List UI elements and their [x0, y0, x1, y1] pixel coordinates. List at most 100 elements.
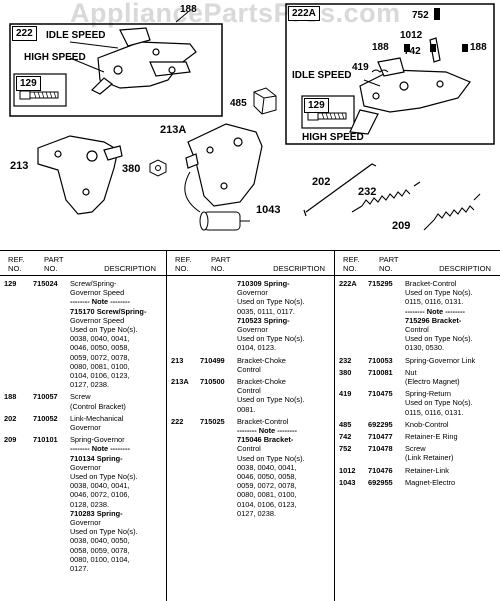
description-line: (Control Bracket) — [70, 401, 126, 411]
part-number[interactable]: 715295 — [368, 279, 393, 288]
description-line: Governor — [70, 423, 101, 433]
callout-222: 222 — [12, 26, 37, 41]
ref-number: 485 — [339, 419, 352, 429]
description-line: 0104, 0106, 0123, — [70, 371, 130, 381]
part-number[interactable]: 710475 — [368, 389, 393, 399]
control-bracket-222 — [90, 27, 197, 95]
part-number[interactable]: 692295 — [368, 419, 393, 429]
header-description: DESCRIPTION — [439, 264, 491, 273]
ref-number: 380 — [339, 367, 352, 377]
exploded-view-drawing — [9, 3, 495, 231]
nut-380 — [149, 159, 167, 177]
part-description: Nut(Electro Magnet) — [405, 368, 497, 386]
description-line: 0046, 0050, 0058, — [237, 472, 297, 482]
choke-bracket-213 — [37, 135, 123, 215]
description-line: 715046 Bracket- — [237, 435, 294, 445]
description-line: Used on Type No(s). — [237, 395, 305, 405]
description-line: 0046, 0050, 0058, — [70, 343, 130, 353]
description-line: 0058, 0059, 0078, — [70, 545, 130, 555]
callout-1012: 1012 — [400, 30, 423, 41]
description-line: Used on Type No(s). — [237, 453, 305, 463]
part-number[interactable]: 710057 — [33, 392, 58, 402]
description-line: 0127. — [70, 564, 89, 574]
part-number[interactable]: 710052 — [33, 413, 58, 423]
description-line: Governor — [70, 462, 101, 472]
header-description: DESCRIPTION — [104, 264, 156, 273]
part-number[interactable]: 692955 — [368, 477, 393, 487]
ref-number: 129 — [4, 279, 17, 288]
description-line: 715296 Bracket- — [405, 315, 462, 325]
description-line: 0127, 0238. — [70, 380, 110, 390]
speed-screw-129-left — [19, 90, 59, 100]
description-line: -------- Note -------- — [237, 426, 297, 436]
part-number[interactable]: 715025 — [200, 416, 225, 426]
part-number[interactable]: 710500 — [200, 377, 225, 387]
description-line: 0130, 0530. — [405, 343, 445, 353]
description-line: (Link Retainer) — [405, 453, 454, 463]
part-description: Screw/Spring-Governor Speed-------- Note… — [70, 279, 162, 389]
header-ref-no: NO. — [343, 264, 357, 273]
part-number[interactable]: 710101 — [33, 435, 58, 445]
table-row: 380 710081 Nut(Electro Magnet) — [335, 368, 500, 386]
description-line: Magnet-Electro — [405, 477, 456, 487]
part-number[interactable]: 710081 — [368, 367, 393, 377]
description-line: 0127, 0238. — [237, 508, 277, 518]
ref-number: 232 — [339, 355, 352, 365]
description-line: Used on Type No(s). — [70, 325, 138, 335]
description-line: 715170 Screw/Spring- — [70, 306, 147, 316]
ref-number: 752 — [339, 444, 352, 454]
ref-number: 188 — [4, 392, 17, 402]
governor-spring-209 — [423, 193, 481, 231]
part-description: Spring-Governor-------- Note --------710… — [70, 435, 162, 573]
part-description: Screw(Link Retainer) — [405, 444, 497, 462]
part-number[interactable]: 715024 — [33, 279, 58, 288]
table-row: 752 710478 Screw(Link Retainer) — [335, 444, 500, 462]
part-description: Spring-Governor Link — [405, 356, 497, 365]
header-description: DESCRIPTION — [273, 264, 325, 273]
callout-129-right: 129 — [304, 98, 329, 113]
part-description: Retainer-Link — [405, 466, 497, 475]
part-number[interactable]: 710477 — [368, 432, 393, 442]
part-description: Screw(Control Bracket) — [70, 392, 162, 410]
description-line: (Electro Magnet) — [405, 377, 460, 387]
part-number[interactable]: 710499 — [200, 355, 225, 365]
ref-number: 213A — [171, 377, 189, 387]
header-part: PART — [211, 255, 231, 264]
small-screws — [404, 8, 468, 52]
description-line: Governor Speed — [70, 315, 125, 325]
header-part-no: NO. — [44, 264, 58, 273]
header-ref: REF. — [175, 255, 192, 264]
callout-1043: 1043 — [256, 204, 281, 216]
description-line: 0115, 0116, 0131. — [405, 407, 464, 417]
description-line: Spring-Return — [405, 389, 452, 399]
speed-screw-129-right — [307, 111, 347, 121]
description-line: Bracket-Choke — [237, 355, 286, 365]
label-high-speed-left: HIGH SPEED — [24, 52, 86, 63]
callout-188-right-b: 188 — [470, 42, 487, 53]
description-line: Governor — [70, 518, 101, 528]
part-number[interactable]: 710478 — [368, 444, 393, 454]
label-idle-speed-right: IDLE SPEED — [292, 70, 352, 81]
callout-188-top-left: 188 — [180, 4, 197, 15]
description-line: Used on Type No(s). — [405, 334, 473, 344]
description-line: Bracket-Control — [405, 279, 457, 288]
part-number[interactable]: 710053 — [368, 355, 393, 365]
description-line: 0115, 0116, 0131. — [405, 297, 464, 307]
description-line: Retainer-Link — [405, 465, 449, 475]
description-line: 710134 Spring- — [70, 453, 123, 463]
callout-742: 742 — [404, 46, 421, 57]
description-line: Governor — [237, 288, 268, 298]
description-line: Knob-Control — [405, 419, 449, 429]
part-description: Retainer-E Ring — [405, 432, 497, 441]
description-line: Screw/Spring- — [70, 279, 117, 288]
part-number[interactable]: 710476 — [368, 465, 393, 475]
description-line: Control — [237, 444, 261, 454]
